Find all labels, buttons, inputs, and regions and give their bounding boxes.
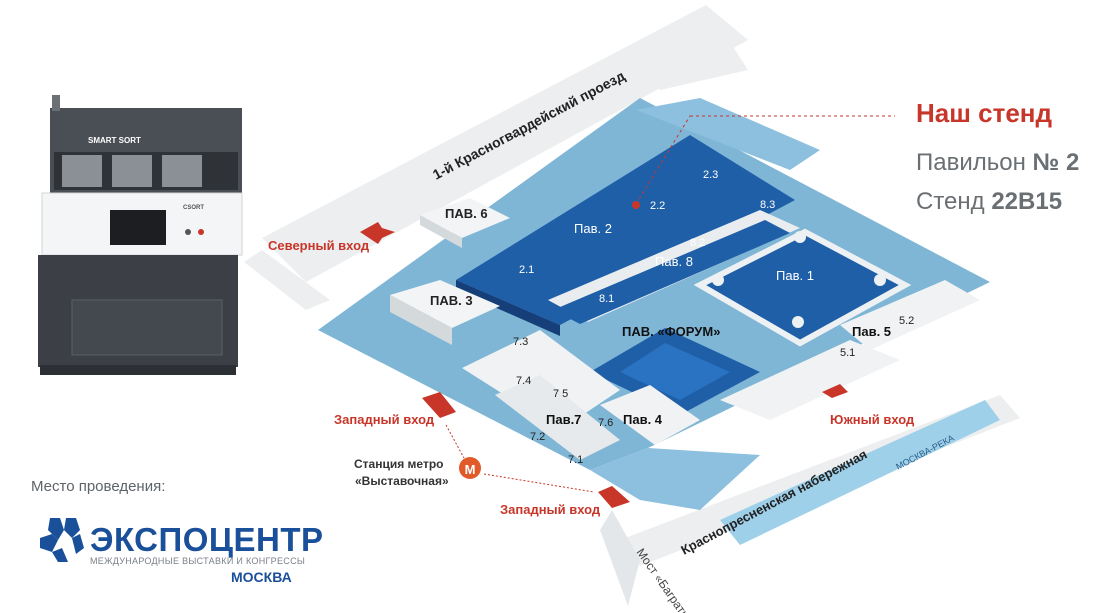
bridge-label: Мост «Багратион»: [634, 546, 704, 613]
metro-station-line2: «Выставочная»: [355, 474, 449, 488]
hall-8-3: 8.3: [760, 199, 775, 211]
expocentre-logo-icon: [40, 518, 84, 562]
pavilion-line: Павильон № 2: [916, 149, 1079, 177]
pav7-south: [495, 375, 620, 460]
pav1-label: Пав. 1: [776, 268, 814, 283]
pav5-block: [840, 280, 980, 350]
pav5-south: [720, 340, 900, 420]
bridge-road: [600, 510, 640, 606]
venue-caption: Место проведения:: [31, 478, 166, 495]
hall-2-1: 2.1: [519, 264, 534, 276]
stand-leader-1: [635, 115, 691, 205]
metro-letter: М: [465, 462, 476, 477]
pav5-label: Пав. 5: [852, 324, 891, 339]
venue-name: ЭКСПОЦЕНТР: [90, 521, 324, 558]
hall-7-6: 7.6: [598, 417, 613, 429]
pav4-block: [600, 385, 700, 445]
pav1-tower-2: [712, 274, 724, 286]
road-spur: [244, 250, 330, 310]
south-entrance-label: Южный вход: [830, 412, 915, 427]
pav7-label: Пав.7: [546, 412, 581, 427]
entrance-arrow-icon: [598, 486, 630, 508]
hall-7-1: 7.1: [568, 454, 583, 466]
venue-subtitle: МЕЖДУНАРОДНЫЕ ВЫСТАВКИ И КОНГРЕССЫ: [90, 556, 306, 566]
forum-label: ПАВ. «ФОРУМ»: [622, 324, 720, 339]
pav2-block: [456, 135, 795, 325]
machine-brand: SMART SORT: [88, 136, 141, 145]
hall-7-2: 7.2: [530, 431, 545, 443]
pav6-wall: [420, 215, 462, 248]
pav1-tower-1: [794, 231, 806, 243]
pavilion-value: № 2: [1032, 149, 1080, 176]
pav1-tower-3: [874, 274, 886, 286]
pav3-wall: [390, 295, 452, 345]
hall-7-5: 7 5: [553, 388, 568, 400]
forum-roof: [620, 343, 730, 400]
hall-7-3: 7.3: [513, 336, 528, 348]
entrance-arrow-icon: [822, 384, 848, 398]
hall-8-1: 8.1: [599, 293, 614, 305]
north-road: [262, 5, 748, 282]
pav1-tower-4: [792, 316, 804, 328]
venue-city: МОСКВА: [231, 569, 292, 585]
pav3-roof: [390, 280, 500, 328]
sorting-machine-icon: SMART SORT CSORT: [38, 95, 243, 375]
metro-path-1: [445, 424, 465, 459]
stand-label: Стенд: [916, 188, 992, 215]
our-stand-title: Наш стенд: [916, 98, 1052, 128]
entrance-arrow-icon: [360, 222, 395, 244]
hall-2-2: 2.2: [650, 200, 665, 212]
hall-2-3: 2.3: [703, 169, 718, 181]
west-entrance-2-label: Западный вход: [500, 502, 601, 517]
stand-marker-icon: [632, 201, 640, 209]
pavilion-label: Павильон: [916, 149, 1033, 176]
hall-7-4: 7.4: [516, 375, 531, 387]
entrance-arrow-icon: [422, 392, 456, 418]
pav6-label: ПАВ. 6: [445, 206, 488, 221]
hall-8-2: 8.2: [690, 237, 705, 249]
pav4-label: Пав. 4: [623, 412, 663, 427]
stand-value: 22B15: [991, 188, 1063, 215]
west-entrance-1-label: Западный вход: [334, 412, 435, 427]
machine-maker: CSORT: [183, 205, 204, 211]
pav3-label: ПАВ. 3: [430, 293, 473, 308]
river: [720, 400, 1000, 545]
pav1-block: [693, 228, 912, 347]
north-road-ramp: [640, 42, 748, 90]
metro-station-line1: Станция метро: [354, 457, 443, 471]
north-entrance-label: Северный вход: [268, 238, 370, 253]
hall-5-2: 5.2: [899, 315, 914, 327]
hall-5-1: 5.1: [840, 347, 855, 359]
metro-path-2: [483, 473, 595, 493]
pav6-roof: [420, 198, 510, 238]
metro-icon: [459, 457, 481, 479]
site-north: [636, 98, 820, 170]
stand-line: Стенд 22B15: [916, 188, 1062, 216]
site-south: [590, 448, 760, 510]
pav8-block: [553, 220, 790, 324]
pav2-label: Пав. 2: [574, 221, 612, 236]
pav2-edge: [456, 280, 560, 336]
pav8-label: Пав. 8: [655, 254, 693, 269]
